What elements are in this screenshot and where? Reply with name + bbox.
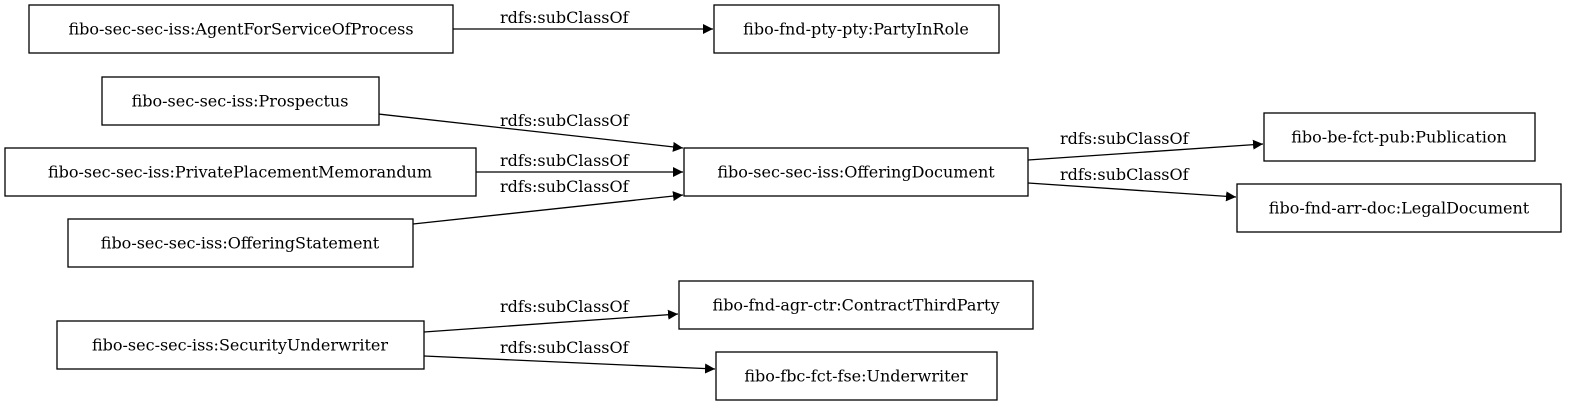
- node-label: fibo-sec-sec-iss:AgentForServiceOfProces…: [68, 20, 413, 39]
- node-label: fibo-fnd-pty-pty:PartyInRole: [743, 20, 969, 39]
- node-label: fibo-fnd-agr-ctr:ContractThirdParty: [713, 296, 1000, 315]
- node-label: fibo-sec-sec-iss:PrivatePlacementMemoran…: [48, 163, 432, 182]
- node-label: fibo-fbc-fct-fse:Underwriter: [744, 367, 968, 386]
- node-label: fibo-sec-sec-iss:OfferingDocument: [717, 163, 995, 182]
- node-privateplacementmemorandum[interactable]: fibo-sec-sec-iss:PrivatePlacementMemoran…: [4, 147, 477, 197]
- edge-label: rdfs:subClassOf: [500, 338, 630, 357]
- node-securityunderwriter[interactable]: fibo-sec-sec-iss:SecurityUnderwriter: [56, 320, 425, 370]
- edge-label: rdfs:subClassOf: [500, 8, 630, 27]
- edge-label: rdfs:subClassOf: [500, 177, 630, 196]
- edge-label: rdfs:subClassOf: [1060, 129, 1190, 148]
- edge-prospectus-to-offeringdocument: rdfs:subClassOf: [377, 111, 684, 152]
- edge-privateplacement-to-offeringdocument: rdfs:subClassOf: [476, 151, 683, 177]
- node-prospectus[interactable]: fibo-sec-sec-iss:Prospectus: [101, 76, 380, 126]
- edge-label: rdfs:subClassOf: [500, 151, 630, 170]
- node-underwriter[interactable]: fibo-fbc-fct-fse:Underwriter: [715, 351, 998, 401]
- edge-offeringstatement-to-offeringdocument: rdfs:subClassOf: [412, 177, 684, 225]
- edge-securityunderwriter-to-contractthirdparty: rdfs:subClassOf: [423, 297, 679, 333]
- edge-label: rdfs:subClassOf: [1060, 165, 1190, 184]
- edge-label: rdfs:subClassOf: [500, 111, 630, 130]
- node-offeringdocument[interactable]: fibo-sec-sec-iss:OfferingDocument: [683, 147, 1029, 197]
- node-label: fibo-fnd-arr-doc:LegalDocument: [1269, 199, 1530, 218]
- edge-label: rdfs:subClassOf: [500, 297, 630, 316]
- node-partyinrole[interactable]: fibo-fnd-pty-pty:PartyInRole: [713, 4, 1000, 54]
- node-agentforserviceofprocess[interactable]: fibo-sec-sec-iss:AgentForServiceOfProces…: [28, 4, 454, 54]
- edge-securityunderwriter-to-underwriter: rdfs:subClassOf: [423, 338, 716, 374]
- edge-offeringdocument-to-publication: rdfs:subClassOf: [1027, 129, 1264, 161]
- node-label: fibo-be-fct-pub:Publication: [1291, 128, 1507, 147]
- node-contractthirdparty[interactable]: fibo-fnd-agr-ctr:ContractThirdParty: [678, 280, 1034, 330]
- node-label: fibo-sec-sec-iss:SecurityUnderwriter: [92, 336, 388, 355]
- node-publication[interactable]: fibo-be-fct-pub:Publication: [1263, 112, 1536, 162]
- edge-offeringdocument-to-legaldocument: rdfs:subClassOf: [1027, 165, 1237, 202]
- edge-agent-to-partyinrole: rdfs:subClassOf: [453, 8, 713, 34]
- node-label: fibo-sec-sec-iss:Prospectus: [132, 92, 349, 111]
- node-legaldocument[interactable]: fibo-fnd-arr-doc:LegalDocument: [1236, 183, 1562, 233]
- node-label: fibo-sec-sec-iss:OfferingStatement: [101, 234, 380, 253]
- node-offeringstatement[interactable]: fibo-sec-sec-iss:OfferingStatement: [67, 218, 414, 268]
